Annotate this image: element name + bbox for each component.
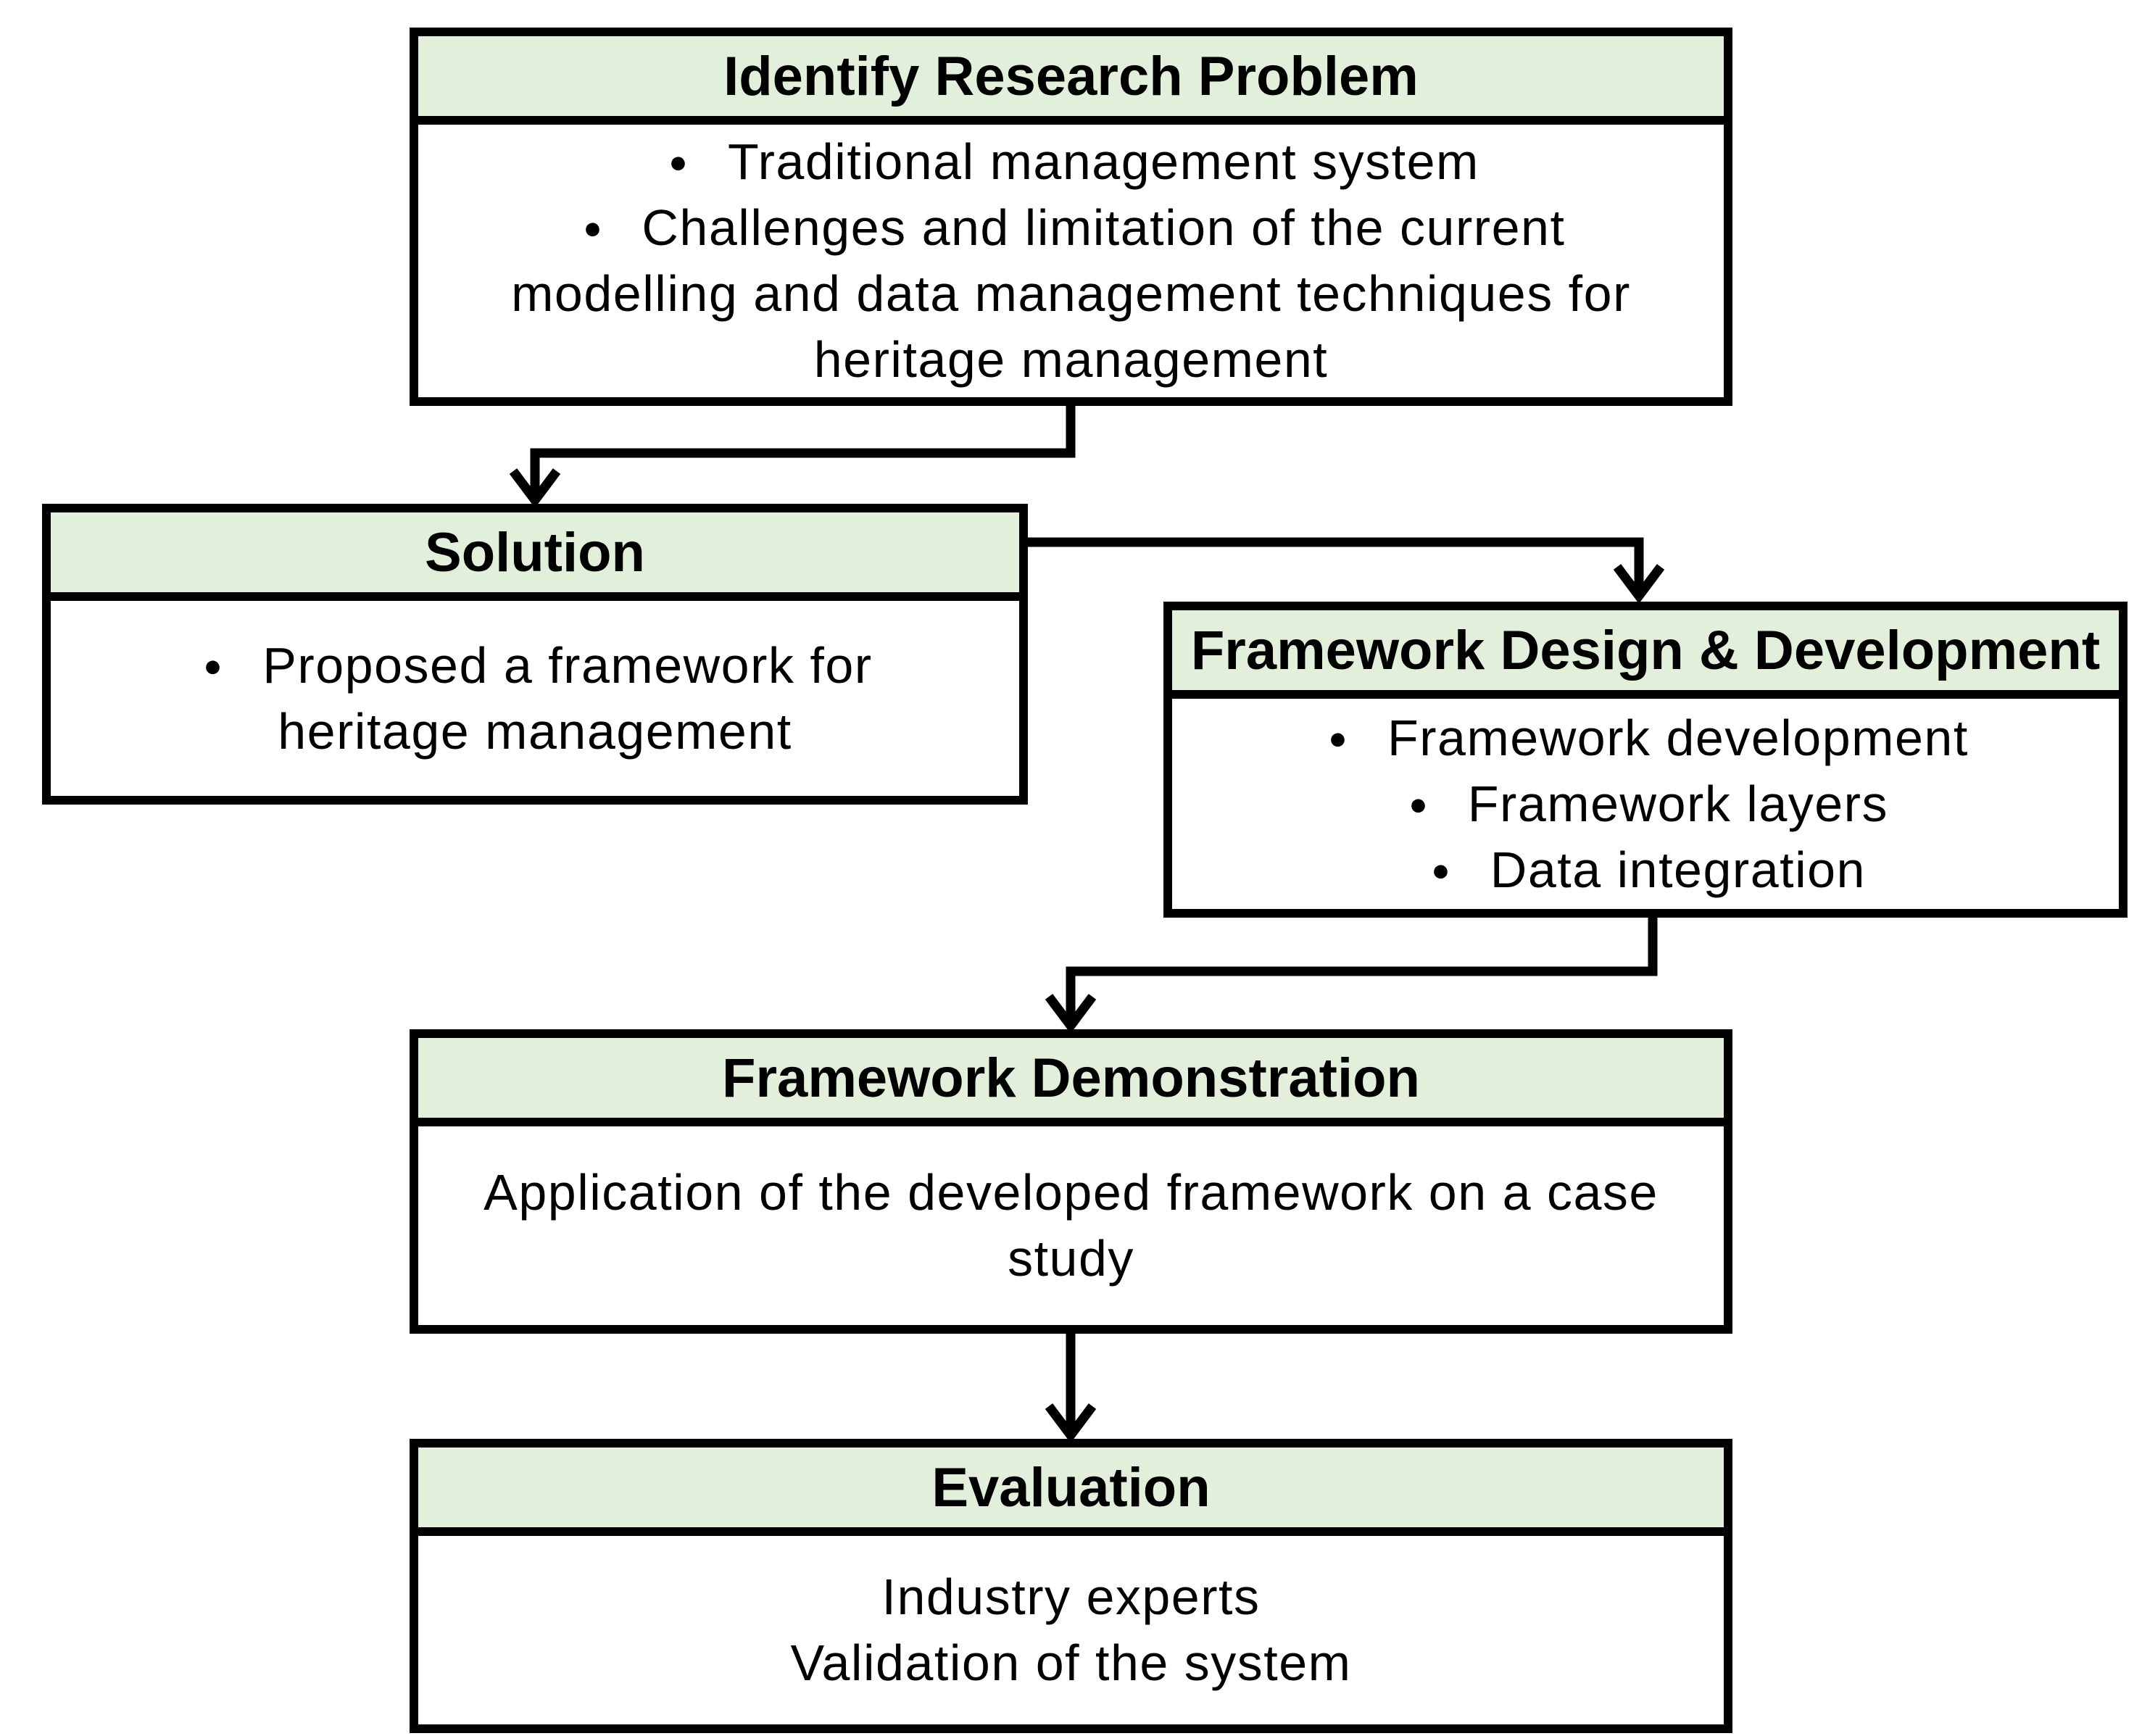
arrowhead-icon [1613,564,1665,604]
box-title: Evaluation [931,1456,1211,1519]
arrow-identify-to-solution [509,406,1076,508]
bullet-icon: ● [203,647,223,683]
bullet-item-text: Data integration [1490,841,1866,898]
bullet-item-text: Framework layers [1467,775,1888,832]
bullet-item: ● Framework layers [1403,771,1888,837]
bullet-icon: ● [1408,786,1429,821]
bullet-item-text: Traditional management system [727,133,1479,190]
box-title: Identify Research Problem [723,45,1419,107]
box-title: Framework Demonstration [722,1047,1420,1109]
box-header-identify: Identify Research Problem [418,36,1724,125]
box-body-identify: ●Traditional management system ●Challeng… [418,125,1724,397]
arrow-demonstration-to-evaluation [1045,1334,1097,1443]
box-framework-demonstration: Framework Demonstration Application of t… [410,1029,1732,1334]
bullet-item-text: Framework development [1387,709,1969,766]
bullet-icon: ● [582,210,603,246]
bullet-item: ● Framework development [1322,705,1969,771]
box-title: Solution [425,521,645,583]
bullet-icon: ● [668,144,689,180]
arrow-line [530,406,1076,499]
arrowhead-icon [509,468,561,508]
box-evaluation: Evaluation Industry experts Validation o… [410,1439,1732,1733]
box-header-demonstration: Framework Demonstration [418,1038,1724,1126]
box-header-evaluation: Evaluation [418,1448,1724,1536]
box-title: Framework Design & Development [1190,619,2101,681]
box-body-demonstration: Application of the developed framework o… [418,1126,1724,1325]
bullet-item: ● Data integration [1425,837,1866,903]
box-body-framework-design: ● Framework development ● Framework layers… [1172,699,2119,909]
body-line: Validation of the system [790,1635,1352,1691]
arrow-line [1028,537,1644,594]
arrow-solution-to-framework-design [1028,537,1665,604]
arrow-framework-design-to-demonstration [1045,918,1658,1034]
bullet-item: ●Challenges and limitation of the curren… [491,195,1651,393]
bullet-item: ● Proposed a framework for heritage manag… [118,633,952,765]
body-text: Application of the developed framework o… [483,1164,1659,1287]
box-body-evaluation: Industry experts Validation of the syste… [418,1536,1724,1724]
arrowhead-icon [1045,994,1097,1034]
box-header-framework-design: Framework Design & Development [1172,610,2119,699]
arrow-line [1066,918,1658,1024]
bullet-item: ● Traditional management system [663,129,1479,195]
arrowhead-icon [1045,1403,1097,1443]
bullet-item-text: Challenges and limitation of the current… [511,199,1631,388]
box-identify-research-problem: Identify Research Problem ● Traditional m… [410,28,1732,406]
bullet-icon: ● [1328,720,1348,755]
bullet-icon: ● [1431,852,1451,887]
body-line: Industry experts [881,1569,1261,1625]
box-header-solution: Solution [51,512,1019,601]
bullet-item-text: Proposed a framework for heritage manage… [262,636,873,760]
box-solution: Solution ● Proposed a framework for herit… [42,504,1028,805]
box-body-solution: ● Proposed a framework for heritage manag… [51,601,1019,796]
box-framework-design-development: Framework Design & Development ● Framewor… [1163,602,2128,918]
